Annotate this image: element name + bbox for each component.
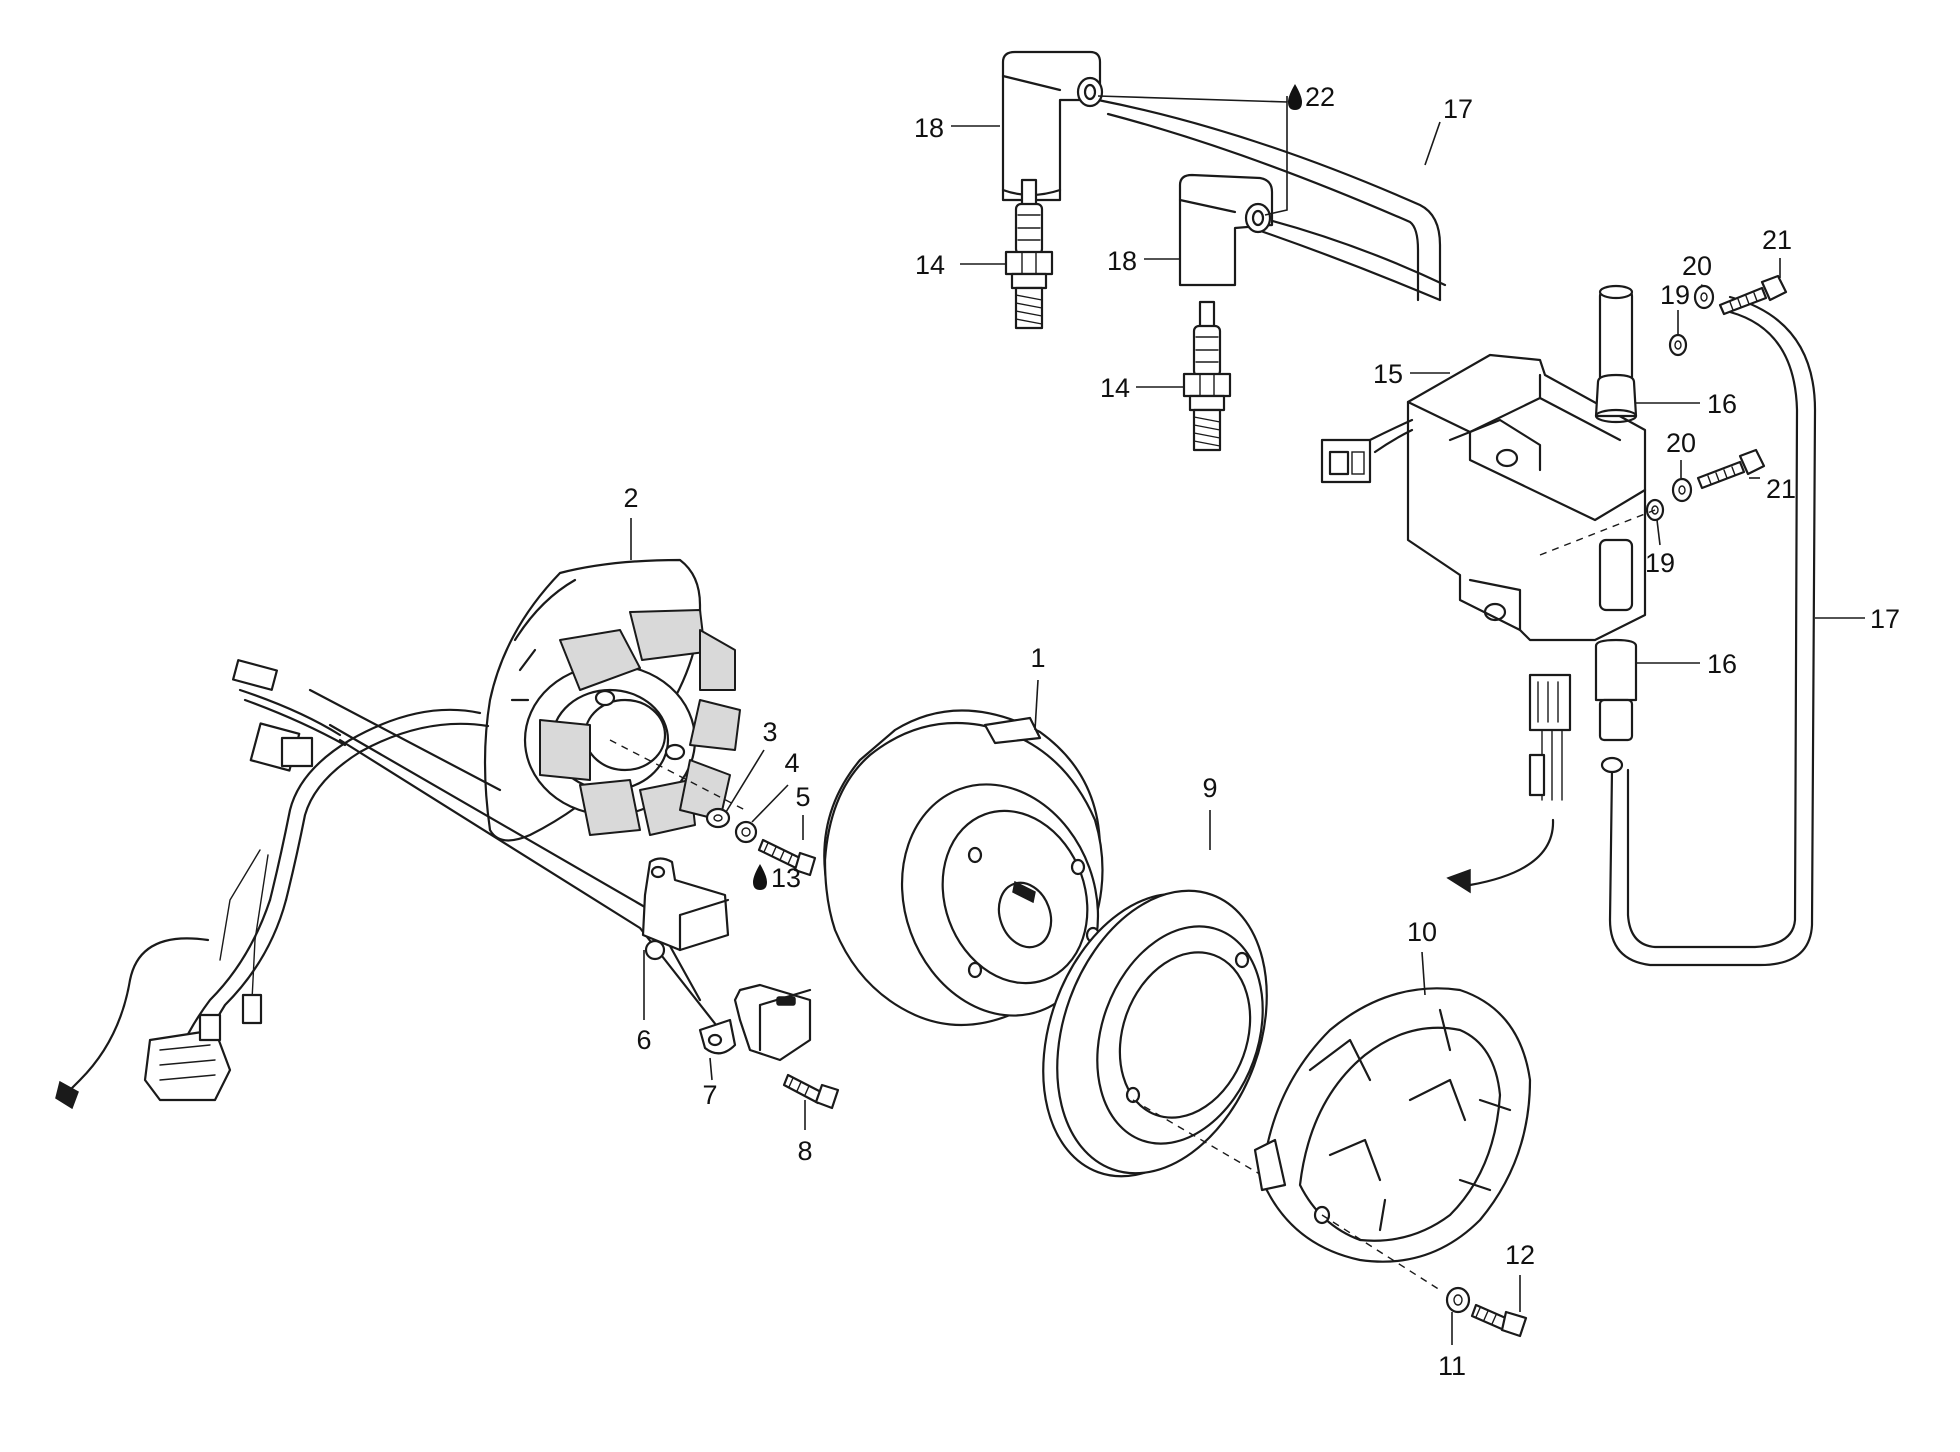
callout-7: 7 [702, 1080, 717, 1110]
spark-plug-cap-left [1001, 50, 1104, 202]
washer-20-upper [1693, 284, 1715, 310]
callout-12: 12 [1505, 1240, 1535, 1270]
pickup-sensor-7 [698, 983, 812, 1062]
screw-21-upper [1718, 274, 1788, 316]
spark-plug-right [1182, 300, 1232, 452]
callout-21-upper: 21 [1762, 225, 1792, 255]
callout-2: 2 [623, 483, 638, 513]
spark-plug-cap-right [1178, 173, 1274, 287]
callout-10: 10 [1407, 917, 1437, 947]
callout-21-lower: 21 [1766, 474, 1796, 504]
washer-3 [705, 807, 731, 829]
coil-boot-upper [1594, 373, 1638, 424]
callout-16-lower: 16 [1707, 649, 1737, 679]
callout-1: 1 [1030, 643, 1045, 673]
ring-gear [1042, 889, 1268, 1178]
washer-20-lower [1671, 477, 1693, 503]
callout-labels: 1 2 3 4 5 6 7 8 9 10 11 12 13 14 14 15 1… [623, 82, 1900, 1381]
leader-lines [630, 95, 1865, 1345]
callout-14-right: 14 [1100, 373, 1130, 403]
callout-18-right: 18 [1107, 246, 1137, 276]
callout-19-lower: 19 [1645, 548, 1675, 578]
callout-4: 4 [784, 748, 799, 778]
callout-14-left: 14 [915, 250, 945, 280]
cover-axis [1321, 1214, 1441, 1291]
stator [483, 558, 741, 842]
washer-19-upper [1668, 333, 1688, 357]
callout-5: 5 [795, 782, 810, 812]
callout-9: 9 [1202, 773, 1217, 803]
callout-8: 8 [797, 1136, 812, 1166]
drop-icon [1288, 84, 1302, 110]
washer-11 [1445, 1286, 1471, 1314]
callout-17-upper: 17 [1443, 94, 1473, 124]
callout-22: 22 [1305, 82, 1335, 112]
callout-22-group: 22 [1288, 82, 1335, 112]
screw-12 [1470, 1303, 1528, 1338]
callout-3: 3 [762, 717, 777, 747]
lock-washer-4 [734, 820, 758, 844]
harness-connector-detail [1446, 673, 1572, 894]
high-tension-wire-right [1608, 295, 1817, 967]
screw-8 [782, 1073, 840, 1110]
callout-11: 11 [1438, 1351, 1466, 1381]
callout-13-group: 13 [753, 863, 801, 893]
callout-20-upper: 20 [1682, 251, 1712, 281]
cover [1253, 987, 1532, 1263]
pickup-sensor-6 [641, 857, 730, 961]
coil-boot-lower [1594, 638, 1638, 774]
ignition-coil [1320, 284, 1647, 642]
callout-16-upper: 16 [1707, 389, 1737, 419]
callout-6: 6 [636, 1025, 651, 1055]
callout-18-left: 18 [914, 113, 944, 143]
drop-icon [753, 864, 767, 890]
callout-15: 15 [1373, 359, 1403, 389]
screw-21-lower [1696, 448, 1766, 490]
screw-5 [757, 838, 817, 877]
gear-axis [1132, 1099, 1271, 1181]
callout-13: 13 [771, 863, 801, 893]
spark-plug-left [1004, 178, 1054, 330]
flywheel [823, 709, 1104, 1027]
callout-19-upper: 19 [1660, 280, 1690, 310]
high-tension-wire-upper [1096, 98, 1442, 302]
high-tension-wire-lower [1248, 213, 1447, 302]
wiring-harness [55, 659, 722, 1110]
callout-17-right: 17 [1870, 604, 1900, 634]
callout-20-lower: 20 [1666, 428, 1696, 458]
